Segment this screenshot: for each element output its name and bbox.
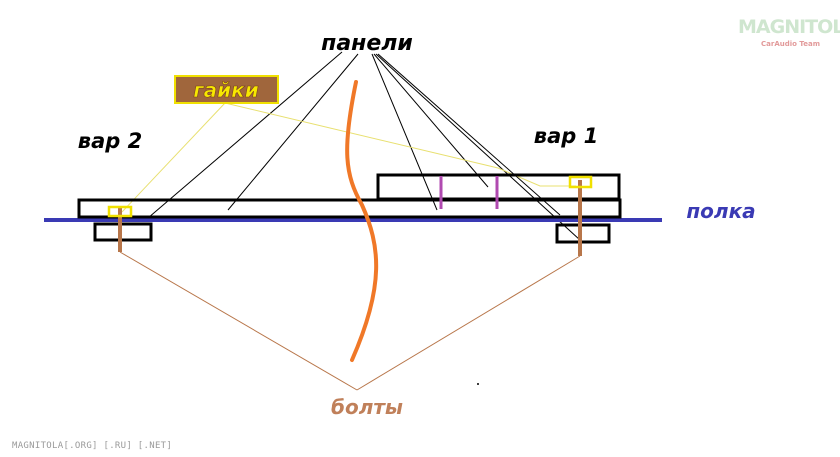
panel-lower [77, 198, 622, 219]
stray-dot [477, 383, 479, 385]
leader-nuts-right [224, 102, 576, 187]
nuts-badge [174, 75, 279, 104]
watermark: MAGNITOLA CarAudio Team [738, 16, 840, 52]
leader-bolts-right [356, 255, 581, 391]
nut-var2 [107, 205, 133, 218]
leader-bolts-left [119, 251, 358, 391]
nut-var1 [568, 175, 593, 189]
bolts-leader-lines [119, 251, 581, 391]
panels-leader-lines [147, 51, 581, 241]
leader-panels-2 [227, 53, 359, 211]
bolts-label: болты [331, 395, 403, 419]
var2-label: вар 2 [78, 129, 142, 153]
leader-nuts-left [121, 102, 226, 213]
leader-panels-1 [147, 51, 343, 219]
block-var1 [555, 223, 611, 244]
shelf-label: полка [686, 199, 755, 223]
leader-panels-5 [377, 53, 561, 216]
break-line [345, 80, 379, 362]
var1-label: вар 1 [534, 124, 598, 148]
panels-label: панели [321, 31, 413, 56]
watermark-logo: MAGNITOLA [738, 16, 840, 38]
leader-panels-3 [371, 53, 438, 211]
leader-panels-4 [373, 53, 489, 188]
watermark-subtitle: CarAudio Team [761, 40, 820, 48]
leader-panels-6 [375, 53, 581, 241]
nuts-label: гайки [193, 78, 259, 102]
nuts-leader-lines [121, 102, 576, 213]
footer-text: MAGNITOLA[.ORG] [.RU] [.NET] [12, 441, 173, 451]
block-var2 [93, 222, 153, 242]
